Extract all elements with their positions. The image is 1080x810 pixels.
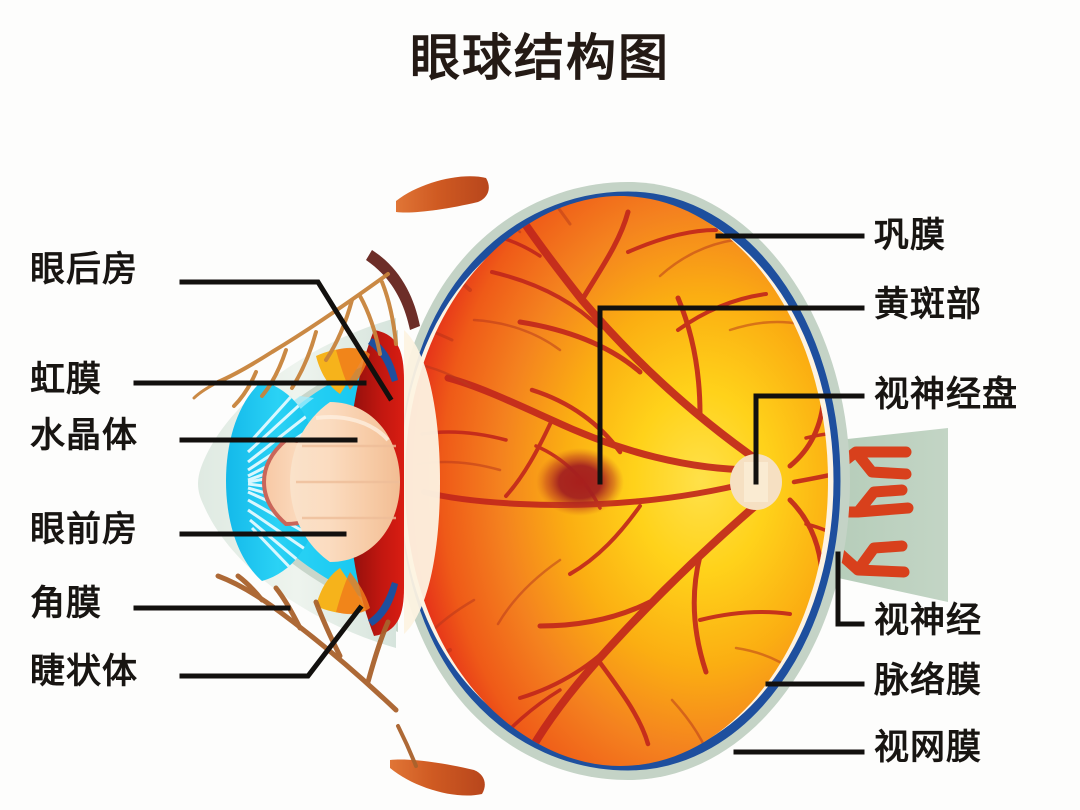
label-iris: 虹膜 <box>30 360 103 399</box>
label-sclera: 巩膜 <box>874 216 947 255</box>
macula-spot <box>536 448 624 516</box>
episcleral-band <box>366 250 420 330</box>
label-optic-nerve: 视神经 <box>874 601 983 640</box>
label-retina: 视网膜 <box>874 728 983 767</box>
label-cornea: 角膜 <box>30 584 103 623</box>
label-optic-disc: 视神经盘 <box>874 375 1019 414</box>
label-anterior-chamber: 眼前房 <box>30 510 139 549</box>
leader-ciliary-body <box>179 604 364 679</box>
label-posterior-chamber: 眼后房 <box>30 250 139 289</box>
label-lens: 水晶体 <box>30 416 139 455</box>
limbus-accent-bottom <box>368 582 398 626</box>
label-ciliary-body: 睫状体 <box>30 652 139 691</box>
label-macula: 黄斑部 <box>874 285 983 324</box>
leader-lines <box>133 233 865 755</box>
limbus-accent-top <box>368 338 398 382</box>
choroid-layer <box>399 191 841 771</box>
eye-muscles <box>390 176 489 796</box>
leader-posterior-chamber <box>179 279 394 402</box>
conjunctival-vessels <box>192 272 398 408</box>
hyaloid-membrane <box>404 330 440 634</box>
page-title: 眼球结构图 <box>410 30 670 86</box>
anterior-segment <box>192 250 440 768</box>
leader-optic-nerve <box>835 551 865 627</box>
inferior-rectus-muscle <box>390 759 485 796</box>
superior-rectus-muscle <box>396 176 489 213</box>
label-choroid: 脉络膜 <box>874 661 983 700</box>
